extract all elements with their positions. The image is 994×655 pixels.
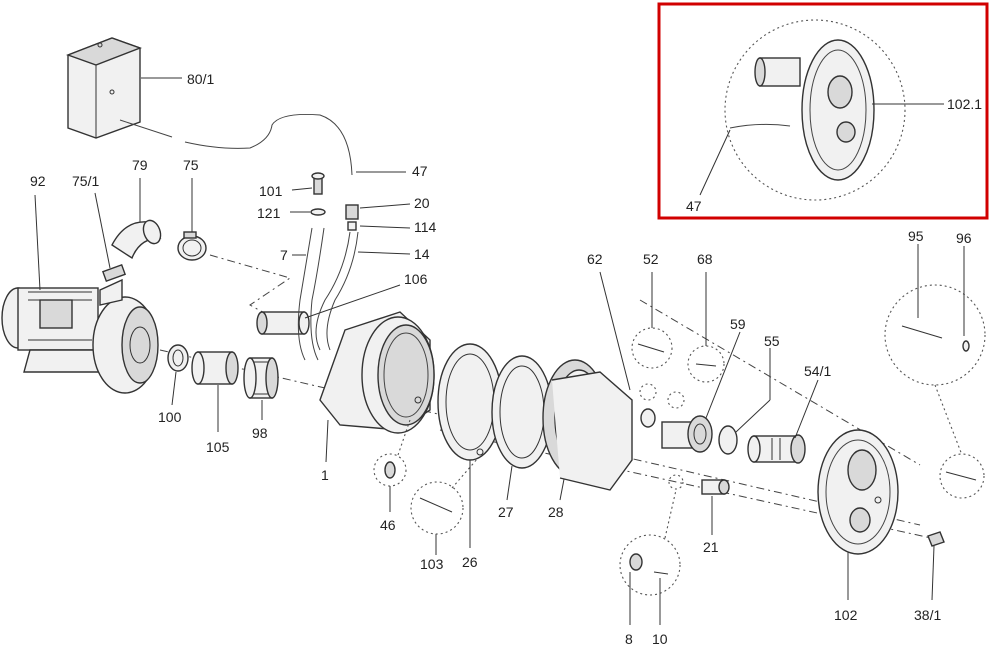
label-105: 105 <box>206 439 230 455</box>
gasket-26 <box>437 343 503 548</box>
label-8: 8 <box>625 631 633 647</box>
label-10: 10 <box>652 631 668 647</box>
label-7: 7 <box>280 247 288 263</box>
label-1: 1 <box>321 467 329 483</box>
label-79: 79 <box>132 157 148 173</box>
nozzle-59 <box>661 331 741 453</box>
label-47: 47 <box>412 163 428 179</box>
bolt-38-1 <box>927 531 945 601</box>
label-121: 121 <box>257 205 281 221</box>
o-ring-100 <box>167 344 189 406</box>
label-96: 96 <box>956 230 972 246</box>
label-103: 103 <box>420 556 444 572</box>
label-101: 101 <box>259 183 283 199</box>
label-106: 106 <box>404 271 428 287</box>
axis-line-upper <box>209 254 292 316</box>
label-28: 28 <box>548 504 564 520</box>
label-95: 95 <box>908 228 924 244</box>
hose-7 <box>292 227 325 361</box>
sleeve-105 <box>191 351 239 432</box>
insert-54-1 <box>747 379 819 464</box>
union-nut-98 <box>243 357 279 420</box>
label-68: 68 <box>697 251 713 267</box>
label-80-1: 80/1 <box>187 71 214 87</box>
pump-motor <box>1 194 159 394</box>
callout-103 <box>410 457 479 555</box>
housing-1 <box>319 311 435 463</box>
callout-46 <box>373 419 411 512</box>
callout-screw-right <box>939 453 985 499</box>
control-box <box>65 37 353 176</box>
label-21: 21 <box>703 539 719 555</box>
cable-47 <box>315 171 411 351</box>
label-54-1: 54/1 <box>804 363 831 379</box>
label-114: 114 <box>414 219 437 235</box>
label-100: 100 <box>158 409 182 425</box>
label-62: 62 <box>587 251 603 267</box>
inset-label-102-1: 102.1 <box>947 96 982 112</box>
callout-68 <box>667 272 725 409</box>
axis-line-main <box>159 349 921 526</box>
label-14: 14 <box>414 246 430 262</box>
callout-52 <box>631 272 673 428</box>
housing-62 <box>551 271 633 491</box>
label-98: 98 <box>252 425 268 441</box>
callout-95-96 <box>884 244 986 456</box>
label-46: 46 <box>380 517 396 533</box>
callout-8-10 <box>619 489 681 625</box>
label-26: 26 <box>462 554 478 570</box>
label-20: 20 <box>414 195 430 211</box>
part-75-1 <box>94 192 127 283</box>
elbow-79 <box>111 178 162 260</box>
fitting-101-121 <box>290 172 326 216</box>
front-cover-102 <box>817 429 899 600</box>
clamp-75 <box>177 178 207 261</box>
label-75-1: 75/1 <box>72 173 99 189</box>
label-59: 59 <box>730 316 746 332</box>
label-55: 55 <box>764 333 780 349</box>
label-75: 75 <box>183 157 199 173</box>
label-38-1: 38/1 <box>914 607 941 623</box>
label-102: 102 <box>834 607 858 623</box>
inset-box <box>657 2 989 220</box>
label-27: 27 <box>498 504 514 520</box>
label-92: 92 <box>30 173 46 189</box>
pipe-106 <box>256 284 401 335</box>
label-52: 52 <box>643 251 659 267</box>
o-ring-55 <box>718 348 771 455</box>
fitting-21 <box>668 474 730 535</box>
inset-label-47: 47 <box>686 198 702 214</box>
